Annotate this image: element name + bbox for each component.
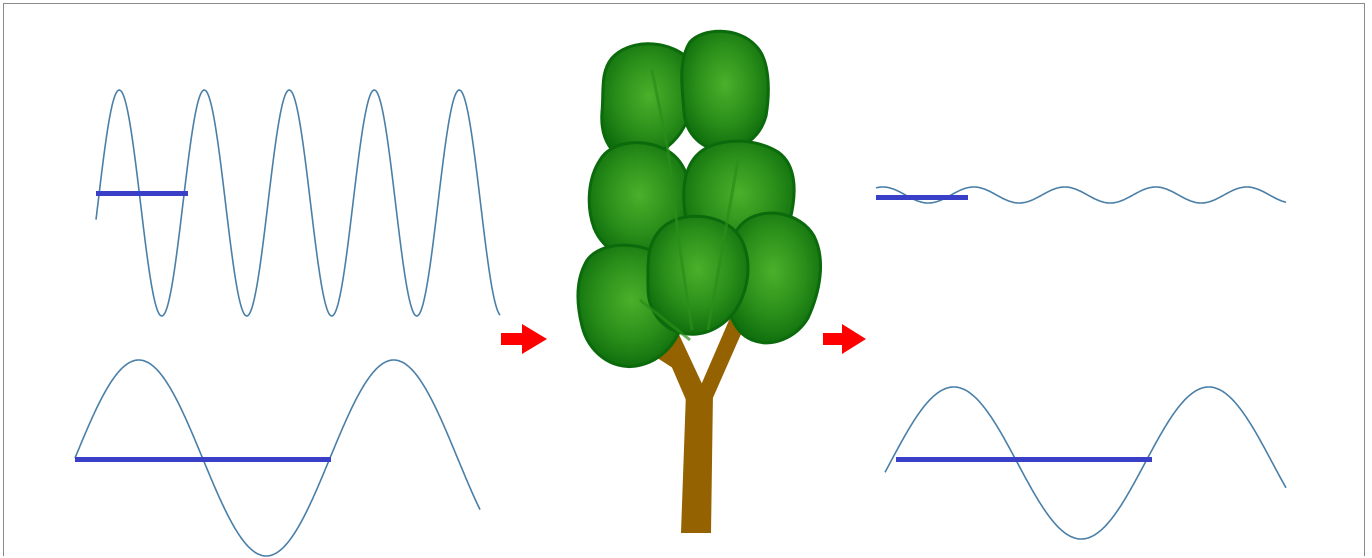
arrow-right-icon — [501, 324, 547, 354]
input-waves — [75, 90, 500, 556]
input-long-wavelength-bar — [75, 457, 331, 462]
output-short-wavelength-bar — [876, 195, 968, 200]
tree-icon — [578, 31, 821, 533]
input-short-wavelength-bar — [96, 191, 188, 196]
input-short-wave — [96, 90, 500, 316]
tree-foliage — [578, 31, 821, 366]
arrow-right-icon — [823, 324, 866, 354]
output-long-wavelength-bar — [896, 457, 1152, 462]
output-waves — [876, 187, 1286, 539]
output-long-wave — [885, 387, 1286, 539]
